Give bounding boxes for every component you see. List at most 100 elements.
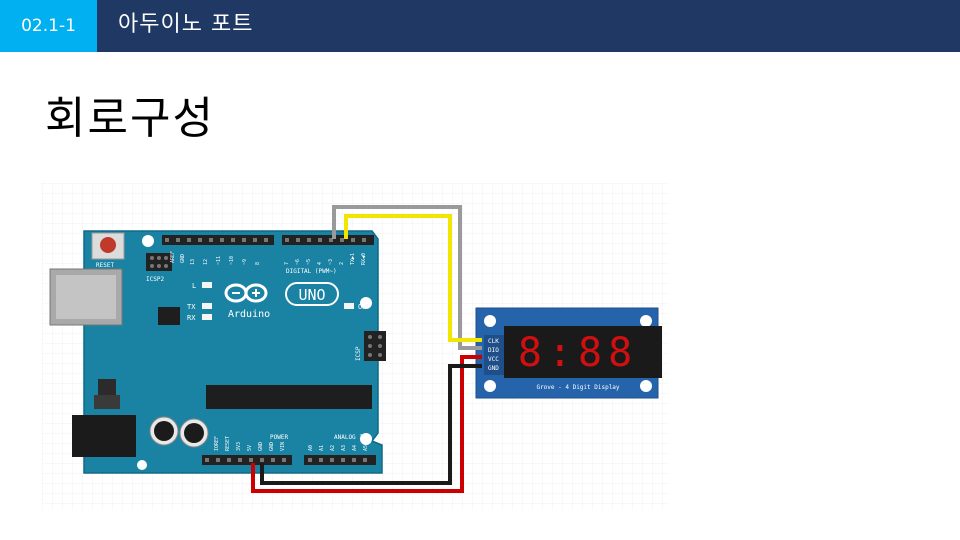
pin-hole [341,458,345,462]
pin-hole [249,458,253,462]
grove-connector [484,335,506,375]
pin-hole [330,458,334,462]
wire-gnd [260,364,482,485]
pin-hole [227,458,231,462]
module-pin-label: GND [488,365,499,372]
digital-pin-header [162,235,374,245]
brand-label: Arduino [228,309,270,320]
led-on [344,303,354,309]
aref-label: AREF [170,251,176,263]
module-pin-label: VCC [488,356,499,363]
power-pin-label: 5V [247,445,253,451]
analog-pin-label: A5 [363,445,369,451]
pin-hole [352,458,356,462]
digital-pin-label: ~5 [306,259,312,265]
digital-pin-label: 12 [203,259,209,265]
power-label: POWER [270,434,288,441]
pin-hole [308,458,312,462]
led-tx [202,303,212,309]
arduino-logo-icon [224,283,268,303]
analog-pin-label: A1 [319,445,325,451]
analog-pin-label: A2 [330,445,336,451]
pin-hole [231,238,235,242]
wire-dio [332,205,482,350]
reset-label: RESET [96,262,114,269]
analog-pin-header [304,455,376,465]
power-pin-label: RESET [225,436,231,451]
pin-hole [340,238,344,242]
dc-power-jack [72,415,136,457]
digital-pin-label: ~11 [216,256,222,265]
pin-hole [253,238,257,242]
pin-hole [318,238,322,242]
led-tx-label: TX [187,303,196,311]
pin-hole [205,458,209,462]
pin-hole [329,238,333,242]
module-pin-label: CLK [488,338,499,345]
digital-pin-label: 4 [317,262,323,265]
header-bar: 02.1-1 아두이노 포트 [0,0,960,52]
display-digits: 8:88 [518,330,638,376]
gnd-label: GND [180,254,186,263]
power-pin-label: VIN [280,442,286,451]
digital-pin-label: ~9 [242,259,248,265]
led-l [202,282,212,288]
icsp-label: ICSP [355,346,362,361]
wires [251,205,482,493]
analog-pin-label: A0 [308,445,314,451]
digital-pin-label: ~10 [229,256,235,265]
led-rx-label: RX [187,314,196,322]
led-l-label: L [192,282,196,290]
pin-hole [187,238,191,242]
digital-pin-label: TX▶1 [350,253,356,265]
analog-pin-label: A4 [352,445,358,451]
usb-chip [158,307,180,325]
pin-hole [282,458,286,462]
model-label: UNO [298,286,325,304]
seven-segment-display [504,326,662,378]
power-pin-label: GND [258,442,264,451]
pin-hole [238,458,242,462]
icsp2-label: ICSP2 [146,276,164,283]
section-number-badge: 02.1-1 [0,0,97,52]
digital-pin-label: ~6 [295,259,301,265]
module-pin-label: DIO [488,347,499,354]
pin-hole [351,238,355,242]
pin-hole [307,238,311,242]
power-pin-label: GND [269,442,275,451]
pin-hole [260,458,264,462]
pin-hole [242,238,246,242]
pin-hole [198,238,202,242]
grove-4-digit-display: 8:88 Grove - 4 Digit Display CLK DIO VCC GN… [475,307,662,399]
atmega-chip [206,385,372,409]
digital-pin-label: 7 [284,262,290,265]
digital-pin-label: 8 [255,262,261,265]
pin-hole [319,458,323,462]
slide-title: 회로구성 [45,93,215,144]
digital-pin-label: RX◀0 [361,253,367,265]
uno-badge [285,282,339,306]
pin-hole [363,458,367,462]
analog-pin-label: A3 [341,445,347,451]
pin-hole [220,238,224,242]
analog-in-label: ANALOG IN [334,434,367,441]
power-pin-label: IOREF [214,436,220,451]
pin-hole [165,238,169,242]
digital-pin-label: 2 [339,262,345,265]
pin-hole [271,458,275,462]
section-title: 아두이노 포트 [118,12,254,37]
icsp2-header [146,253,172,271]
wire-clk [344,214,482,342]
digital-pin-label: 13 [190,259,196,265]
module-name: Grove - 4 Digit Display [536,384,619,391]
pin-hole [362,238,366,242]
pin-hole [296,238,300,242]
led-on-label: ON [358,303,366,311]
pin-hole [216,458,220,462]
pin-hole [176,238,180,242]
power-pin-header [202,455,292,465]
digital-pin-label: ~3 [328,259,334,265]
icsp-header [364,331,386,361]
